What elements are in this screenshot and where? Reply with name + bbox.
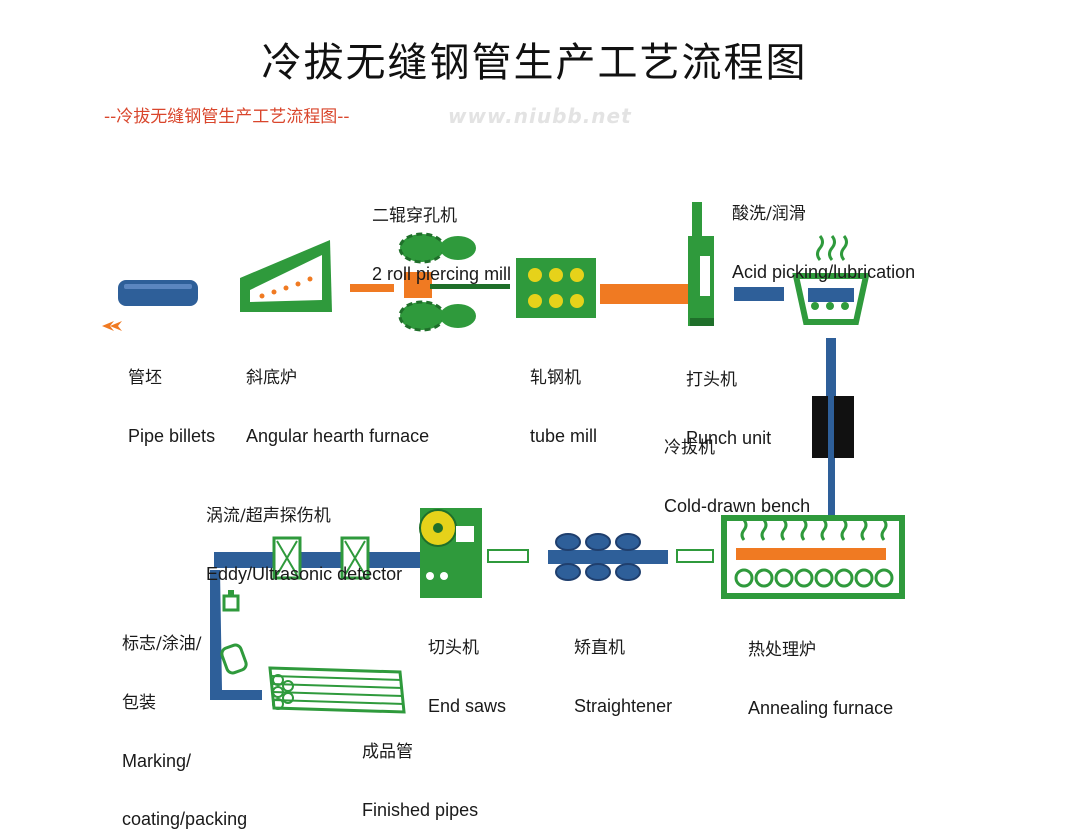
label-en: 2 roll piercing mill xyxy=(372,264,512,284)
label-en: Eddy/Ultrasonic detector xyxy=(206,564,403,584)
label-zh: 二辊穿孔机 xyxy=(372,206,458,226)
label-cold-drawn-bench: 冷拔机 Cold-drawn bench xyxy=(654,404,810,521)
label-zh: 管坯 xyxy=(128,368,163,388)
label-en: Pipe billets xyxy=(128,426,216,446)
pipe-billets-icon xyxy=(102,280,198,331)
label-en: End saws xyxy=(428,696,507,716)
label-en: coating/packing xyxy=(122,809,248,829)
label-piercing-mill: 二辊穿孔机 2 roll piercing mill xyxy=(362,172,511,289)
marking-station-icon xyxy=(210,570,262,700)
label-en: Marking/ xyxy=(122,751,192,771)
label-zh: 热处理炉 xyxy=(748,640,817,660)
label-tube-mill: 轧钢机 tube mill xyxy=(520,334,597,451)
label-en: Angular hearth furnace xyxy=(246,426,430,446)
label-zh: 成品管 xyxy=(362,742,414,762)
connector-pipe xyxy=(487,549,529,563)
eddy-detector-icon xyxy=(272,536,370,580)
label-en: Finished pipes xyxy=(362,800,479,820)
label-zh: 轧钢机 xyxy=(530,368,582,388)
label-punch-unit: 打头机 Punch unit xyxy=(676,336,771,453)
label-en: Straightener xyxy=(574,696,673,716)
label-en: Punch unit xyxy=(686,428,772,448)
label-en: Cold-drawn bench xyxy=(664,496,811,516)
label-zh: 矫直机 xyxy=(574,638,626,658)
label-zh: 酸洗/润滑 xyxy=(732,204,806,224)
vertical-pipe-segment xyxy=(826,338,836,402)
orange-billet-segment xyxy=(350,284,394,292)
straightener-icon xyxy=(548,533,668,581)
process-diagram xyxy=(102,202,905,714)
label-en: Acid picking/lubrication xyxy=(732,262,916,282)
label-zh: 包装 xyxy=(122,693,157,713)
label-acid-picking: 酸洗/润滑 Acid picking/lubrication xyxy=(722,170,915,287)
label-en: Annealing furnace xyxy=(748,698,894,718)
cold-drawn-bench-icon xyxy=(812,396,854,458)
vertical-pipe-lower xyxy=(828,458,835,518)
label-pipe-billets: 管坯 Pipe billets xyxy=(118,334,215,451)
label-zh: 涡流/超声探伤机 xyxy=(206,506,331,526)
watermark: www.niubb.net xyxy=(448,104,632,128)
label-marking: 标志/涂油/ 包装 Marking/ coating/packing xyxy=(112,600,247,834)
punch-unit-icon xyxy=(688,202,714,326)
finished-pipes-icon xyxy=(268,666,406,714)
blue-pipe-segment xyxy=(734,287,784,301)
page-title: 冷拔无缝钢管生产工艺流程图 xyxy=(261,40,808,86)
label-angular-hearth-furnace: 斜底炉 Angular hearth furnace xyxy=(236,334,429,451)
annealing-furnace-icon xyxy=(721,515,905,599)
label-zh: 冷拔机 xyxy=(664,438,716,458)
piercing-mill-icon xyxy=(398,232,510,332)
angular-hearth-furnace-icon xyxy=(240,240,332,312)
orange-tube-segment xyxy=(600,284,700,304)
label-zh: 标志/涂油/ xyxy=(122,634,202,654)
label-zh: 斜底炉 xyxy=(246,368,298,388)
label-end-saws: 切头机 End saws xyxy=(418,604,506,721)
label-eddy-detector: 涡流/超声探伤机 Eddy/Ultrasonic detector xyxy=(196,472,402,589)
label-straightener: 矫直机 Straightener xyxy=(564,604,672,721)
end-saws-icon xyxy=(419,508,482,598)
tube-mill-icon xyxy=(516,258,596,318)
label-en: tube mill xyxy=(530,426,598,446)
label-zh: 切头机 xyxy=(428,638,480,658)
label-annealing-furnace: 热处理炉 Annealing furnace xyxy=(738,606,893,723)
acid-bath-icon xyxy=(792,235,870,325)
connector-pipe xyxy=(676,549,714,563)
label-finished-pipes: 成品管 Finished pipes xyxy=(352,708,478,825)
diagram-subtitle: --冷拔无缝钢管生产工艺流程图-- xyxy=(104,107,350,127)
label-zh: 打头机 xyxy=(686,370,738,390)
